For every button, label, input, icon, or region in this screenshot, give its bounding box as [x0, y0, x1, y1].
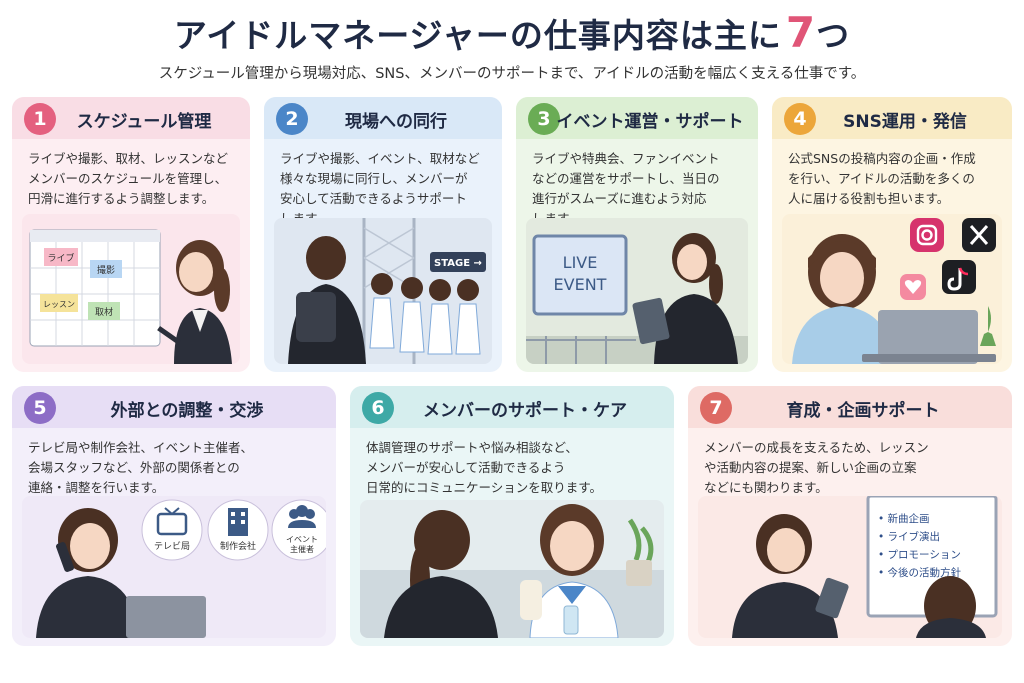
card-description: 体調管理のサポートや悩み相談など、 メンバーが安心して活動できるよう 日常的にコ…	[366, 440, 603, 495]
card-title: スケジュール管理	[76, 112, 212, 132]
board-item-3: • プロモーション	[878, 549, 961, 561]
card-description: メンバーの成長を支えるため、レッスン や活動内容の提案、新しい企画の立案 などに…	[704, 440, 929, 495]
heart-icon	[900, 274, 926, 300]
card-header: 4 SNS運用・発信	[772, 97, 1012, 139]
event-organizer-icon: イベント 主催者	[271, 499, 326, 561]
card-title: 外部との調整・交渉	[110, 401, 264, 421]
card-number-badge: 3	[528, 103, 560, 135]
card-header: 6 メンバーのサポート・ケア	[350, 386, 674, 428]
note-lesson: レッスン	[43, 300, 75, 309]
card-number-badge: 6	[362, 392, 394, 424]
care-illustration	[360, 500, 664, 638]
x-icon	[962, 218, 996, 252]
planning-illustration: • 新曲企画 • ライブ演出 • プロモーション • 今後の活動方針	[698, 496, 1002, 638]
schedule-illustration: ライブ 撮影 レッスン 取材	[22, 214, 240, 364]
card-header: 1 スケジュール管理	[12, 97, 250, 139]
card-sns-management: 4 SNS運用・発信 公式SNSの投稿内容の企画・作成 を行い、アイドルの活動を…	[772, 97, 1012, 372]
card-title: 現場への同行	[345, 112, 447, 132]
card-number-badge: 1	[24, 103, 56, 135]
card-member-care: 6 メンバーのサポート・ケア 体調管理のサポートや悩み相談など、 メンバーが安心…	[350, 386, 674, 646]
board-item-4: • 今後の活動方針	[878, 566, 962, 579]
card-title: SNS運用・発信	[843, 112, 967, 132]
screen-text-live: LIVE	[563, 253, 598, 272]
card-header: 7 育成・企画サポート	[688, 386, 1012, 428]
production-company-icon: 制作会社	[207, 499, 269, 561]
board-item-1: • 新曲企画	[878, 512, 930, 525]
board-item-2: • ライブ演出	[878, 530, 940, 543]
card-number-badge: 5	[24, 392, 56, 424]
title-main: アイドルマネージャーの仕事内容は主に	[173, 16, 782, 55]
card-event-support: 3 イベント運営・サポート ライブや特典会、ファンイベント などの運営をサポート…	[516, 97, 758, 372]
card-description: ライブや特典会、ファンイベント などの運営をサポートし、当日の 進行がスムーズに…	[532, 151, 720, 226]
sns-illustration	[782, 214, 1002, 364]
card-header: 2 現場への同行	[264, 97, 502, 139]
page-title: アイドルマネージャーの仕事内容は主に7つ	[0, 8, 1024, 57]
card-number-badge: 7	[700, 392, 732, 424]
card-number-badge: 2	[276, 103, 308, 135]
tv-station-icon: テレビ局	[141, 499, 203, 561]
card-description: 公式SNSの投稿内容の企画・作成 を行い、アイドルの活動を多くの 人に届ける役割…	[788, 151, 976, 206]
instagram-icon	[910, 218, 944, 252]
card-description: ライブや撮影、イベント、取材など 様々な現場に同行し、メンバーが 安心して活動で…	[280, 151, 480, 226]
partner-tv-label: テレビ局	[154, 541, 190, 552]
card-title: イベント運営・サポート	[556, 112, 744, 132]
card-header: 3 イベント運営・サポート	[516, 97, 758, 139]
screen-text-event: EVENT	[554, 275, 607, 294]
note-interview: 取材	[95, 306, 113, 318]
card-title: 育成・企画サポート	[786, 401, 940, 421]
title-suffix: つ	[816, 16, 851, 55]
stage-sign: STAGE →	[434, 258, 482, 269]
svg-text:主催者: 主催者	[290, 544, 314, 554]
card-description: ライブや撮影、取材、レッスンなど メンバーのスケジュールを管理し、 円滑に進行す…	[28, 151, 229, 206]
tiktok-icon	[942, 260, 976, 294]
card-external-coordination: 5 外部との調整・交渉 テレビ局や制作会社、イベント主催者、 会場スタッフなど、…	[12, 386, 336, 646]
card-description: テレビ局や制作会社、イベント主催者、 会場スタッフなど、外部の関係者との 連絡・…	[28, 440, 254, 495]
partner-production-label: 制作会社	[220, 540, 256, 552]
title-number: 7	[785, 8, 817, 57]
card-title: メンバーのサポート・ケア	[423, 401, 627, 421]
card-number-badge: 4	[784, 103, 816, 135]
card-schedule-management: 1 スケジュール管理 ライブや撮影、取材、レッスンなど メンバーのスケジュールを…	[12, 97, 250, 372]
svg-text:イベント: イベント	[286, 535, 318, 544]
note-shooting: 撮影	[97, 264, 115, 276]
stage-illustration: STAGE →	[274, 218, 492, 364]
note-live: ライブ	[47, 252, 74, 264]
phone-call-illustration: テレビ局 制作会社 イベント 主催者	[22, 496, 326, 638]
card-training-planning: 7 育成・企画サポート メンバーの成長を支えるため、レッスン や活動内容の提案、…	[688, 386, 1012, 646]
card-header: 5 外部との調整・交渉	[12, 386, 336, 428]
event-illustration: LIVE EVENT	[526, 218, 748, 364]
page-subtitle: スケジュール管理から現場対応、SNS、メンバーのサポートまで、アイドルの活動を幅…	[158, 66, 866, 82]
card-site-accompaniment: 2 現場への同行 ライブや撮影、イベント、取材など 様々な現場に同行し、メンバー…	[264, 97, 502, 372]
